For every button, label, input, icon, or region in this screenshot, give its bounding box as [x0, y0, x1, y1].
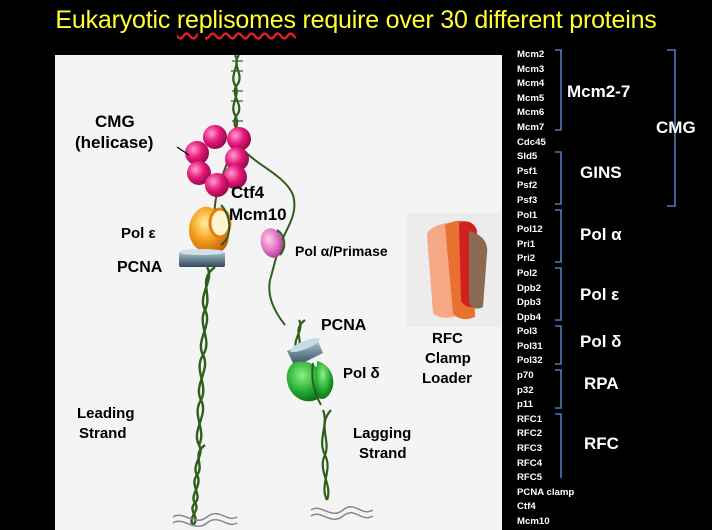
replisome-diagram: CMG (helicase) Ctf4 Mcm10 Pol ε PCNA Pol…: [55, 55, 502, 530]
protein-item: Mcm7: [517, 121, 545, 133]
rfc-clamp-loader-shape: [407, 213, 502, 327]
protein-item: Dpb2: [517, 282, 541, 294]
cmg-helicase: [185, 125, 251, 197]
protein-item: Psf3: [517, 194, 538, 206]
label-lagging-line1: Lagging: [353, 425, 412, 442]
label-rfc-line2: Clamp: [425, 350, 471, 367]
label-pol-epsilon: Pol ε: [121, 225, 156, 242]
protein-item: Dpb3: [517, 297, 541, 309]
pcna-top-shape: [179, 249, 225, 267]
protein-item: Mcm4: [517, 78, 545, 90]
protein-item: Psf2: [517, 180, 538, 192]
protein-item: Dpb4: [517, 311, 541, 323]
label-mcm10: Mcm10: [229, 205, 287, 224]
protein-item: Ctf4: [517, 501, 536, 513]
protein-item: Pol2: [517, 267, 538, 279]
group-pol-epsilon: Pol ε: [580, 285, 620, 304]
pcna-lower-shape: [287, 337, 323, 367]
protein-item: p32: [517, 384, 534, 396]
group-gins: GINS: [580, 163, 622, 182]
group-pol-delta: Pol δ: [580, 332, 622, 351]
protein-item: Mcm10: [517, 516, 550, 527]
protein-item: Pri1: [517, 238, 536, 250]
label-leading-line2: Strand: [79, 425, 127, 442]
protein-item: RFC3: [517, 443, 543, 455]
title-post: require over 30 different proteins: [295, 6, 657, 34]
diagram-art: [172, 55, 502, 527]
label-cmg: CMG: [95, 112, 135, 131]
protein-item: RFC5: [517, 472, 543, 484]
label-ctf4: Ctf4: [231, 183, 265, 202]
protein-item: Pol3: [517, 326, 538, 338]
protein-item: Pol32: [517, 355, 543, 367]
group-rpa: RPA: [584, 374, 619, 393]
group-rfc: RFC: [584, 434, 619, 453]
label-pcna-top: PCNA: [117, 259, 163, 276]
slide-title: Eukaryotic replisomes require over 30 di…: [0, 6, 712, 35]
pol-epsilon-shape: [189, 204, 232, 255]
group-cmg: CMG: [656, 118, 696, 137]
protein-item: Mcm5: [517, 92, 545, 104]
protein-item: Cdc45: [517, 136, 546, 148]
protein-item: Psf1: [517, 165, 538, 177]
label-pol-alpha-primase: Pol α/Primase: [295, 243, 388, 259]
protein-item: Pol12: [517, 224, 543, 236]
protein-list: Mcm2 Mcm3 Mcm4 Mcm5 Mcm6 Mcm7 Cdc45 Sld5…: [517, 48, 597, 530]
protein-item: Mcm3: [517, 63, 545, 75]
protein-item: RFC2: [517, 428, 543, 440]
label-helicase: (helicase): [75, 133, 154, 152]
protein-item: Mcm2: [517, 49, 545, 60]
protein-item: p70: [517, 370, 534, 382]
pol-alpha-shape: [260, 228, 286, 258]
protein-item: Sld5: [517, 151, 538, 163]
label-leading-line1: Leading: [77, 405, 135, 422]
protein-item: PCNA clamp: [517, 486, 575, 498]
protein-item: Pol31: [517, 340, 543, 352]
label-pcna-lower: PCNA: [321, 317, 367, 334]
label-lagging-line2: Strand: [359, 445, 407, 462]
leading-duplex: [190, 266, 216, 526]
group-mcm27: Mcm2-7: [567, 82, 631, 101]
lagging-template: [240, 146, 296, 281]
protein-item: Pol1: [517, 209, 538, 221]
label-pol-delta: Pol δ: [343, 365, 380, 382]
label-rfc-line3: Loader: [422, 370, 473, 387]
title-pre: Eukaryotic: [55, 6, 177, 34]
pol-delta-shape: [286, 361, 334, 406]
group-brackets: [555, 49, 676, 478]
protein-item: Pri2: [517, 253, 536, 265]
protein-item: p11: [517, 399, 534, 411]
protein-item: Mcm6: [517, 107, 545, 119]
group-pol-alpha: Pol α: [580, 225, 622, 244]
label-rfc-line1: RFC: [432, 330, 463, 347]
protein-item: RFC1: [517, 413, 543, 425]
protein-item: RFC4: [517, 457, 543, 469]
title-underlined: replisomes: [176, 6, 296, 34]
